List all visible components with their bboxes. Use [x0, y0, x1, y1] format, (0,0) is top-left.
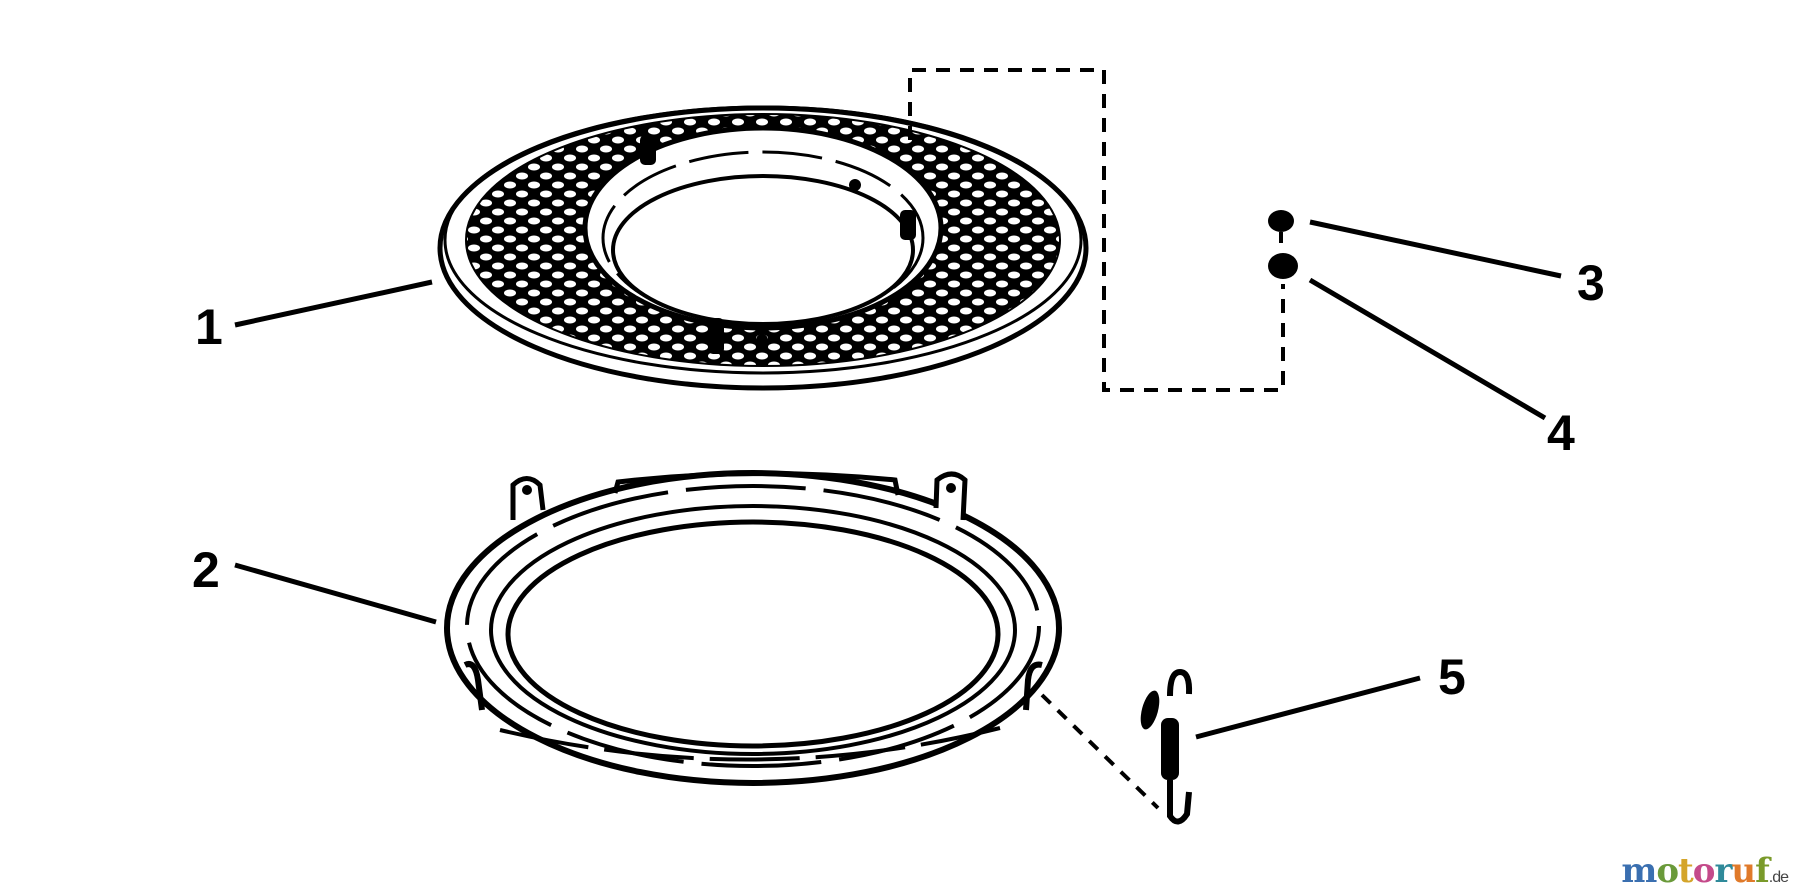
part-3-fastener	[1268, 210, 1294, 243]
watermark-letter: m	[1621, 851, 1657, 891]
part-5-spring	[1140, 668, 1193, 825]
leader-line-2	[234, 562, 437, 625]
part-1-screen-plate	[400, 100, 1120, 391]
part-2-retaining-ring	[444, 470, 1062, 786]
watermark-letter: f	[1755, 851, 1770, 891]
leader-line-5	[1195, 675, 1421, 740]
watermark-tld: .de	[1768, 869, 1789, 886]
callout-label-5: 5	[1438, 649, 1466, 705]
dashed-connector-spring	[1040, 693, 1160, 810]
leader-line-3	[1309, 219, 1562, 279]
part-4-fastener	[1268, 253, 1298, 279]
watermark-letter: u	[1731, 851, 1756, 891]
dashed-connector-fasteners	[908, 68, 1285, 392]
watermark-letter: o	[1656, 851, 1679, 891]
watermark-letter: o	[1692, 851, 1716, 891]
watermark-letter: t	[1678, 851, 1694, 891]
callout-label-2: 2	[192, 542, 220, 598]
callout-label-4: 4	[1547, 405, 1575, 461]
motoruf-watermark: motoruf.de	[1621, 851, 1789, 891]
callout-label-3: 3	[1577, 255, 1605, 311]
leader-line-1	[234, 279, 433, 328]
leader-line-4	[1308, 277, 1547, 421]
watermark-letter: r	[1714, 851, 1732, 891]
callout-label-1: 1	[195, 299, 223, 355]
